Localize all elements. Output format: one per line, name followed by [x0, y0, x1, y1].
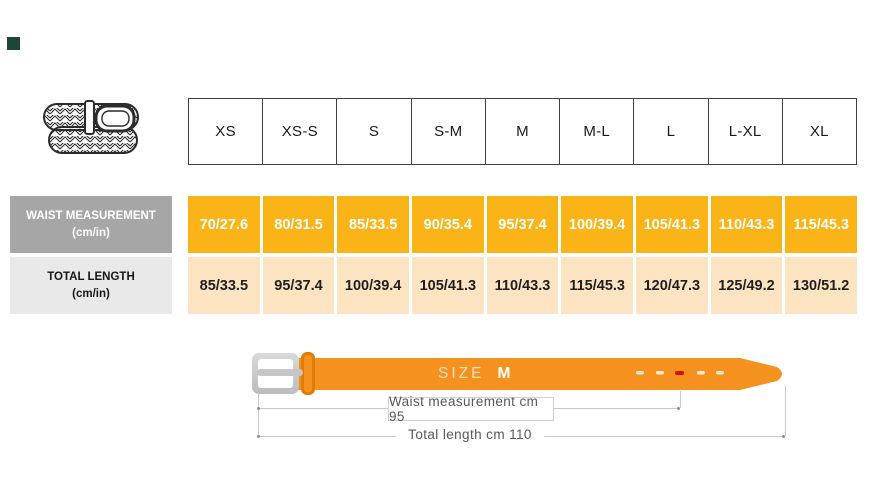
waist-value-cell: 110/43.3 — [710, 196, 783, 253]
waist-label-text: WAIST MEASUREMENT — [26, 209, 156, 222]
length-value-cell: 105/41.3 — [411, 257, 484, 314]
length-value-cell: 85/33.5 — [188, 257, 260, 314]
length-value-cell: 130/51.2 — [785, 257, 857, 314]
length-label-unit: (cm/in) — [72, 287, 110, 300]
size-header-cell: XS — [189, 99, 264, 164]
dim-vertical-left — [258, 394, 259, 436]
size-header-cell: L-XL — [709, 99, 783, 164]
dim-dot — [677, 407, 680, 410]
waist-value-cell: 100/39.4 — [561, 196, 633, 253]
belt-keeper-loop — [301, 352, 315, 395]
size-header-cell: M-L — [560, 99, 635, 164]
size-header-cell: M — [486, 99, 561, 164]
waist-value-cell: 95/37.4 — [486, 196, 559, 253]
length-value-cell: 125/49.2 — [710, 257, 783, 314]
belt-size-label: SIZE M — [438, 365, 511, 383]
waist-value-cell: 85/33.5 — [337, 196, 409, 253]
belt-hole — [656, 371, 664, 375]
dim-dot — [257, 407, 260, 410]
size-header-cell: L — [634, 99, 709, 164]
waist-value-cell: 70/27.6 — [188, 196, 260, 253]
length-value-cell: 120/47.3 — [635, 257, 708, 314]
belt-hole — [636, 371, 644, 375]
length-dimension-label: Total length cm 110 — [396, 427, 544, 442]
size-value: M — [497, 365, 512, 382]
size-header-cell: S-M — [412, 99, 486, 164]
length-value-cell: 95/37.4 — [262, 257, 335, 314]
belt-hole — [716, 371, 724, 375]
belt-hole — [697, 371, 705, 375]
dim-vertical-tip — [785, 386, 786, 436]
size-word: SIZE — [438, 365, 485, 382]
waist-value-cell: 115/45.3 — [785, 196, 857, 253]
waist-label-unit: (cm/in) — [72, 226, 110, 239]
length-row-label: TOTAL LENGTH (cm/in) — [10, 257, 172, 314]
braided-belt-thumbnail — [43, 100, 139, 154]
waist-value-cell: 105/41.3 — [635, 196, 708, 253]
belt-hole-active — [675, 371, 684, 375]
waist-row-label: WAIST MEASUREMENT (cm/in) — [10, 196, 172, 253]
waist-dimension-text: Waist measurement cm 95 — [389, 394, 539, 424]
dim-dot — [782, 435, 785, 438]
length-value-cell: 115/45.3 — [561, 257, 633, 314]
dim-dot — [257, 435, 260, 438]
belt-strap — [294, 358, 782, 390]
length-dimension-text: Total length cm 110 — [408, 427, 532, 442]
length-label-text: TOTAL LENGTH — [47, 270, 135, 283]
length-value-cell: 100/39.4 — [337, 257, 409, 314]
size-header-cell: S — [337, 99, 412, 164]
waist-dimension-label: Waist measurement cm 95 — [388, 394, 554, 424]
corner-mark — [7, 37, 20, 50]
length-value-cell: 110/43.3 — [486, 257, 559, 314]
size-header-cell: XS-S — [263, 99, 338, 164]
belt-buckle-prong — [257, 369, 303, 376]
waist-value-cell: 80/31.5 — [262, 196, 335, 253]
dim-vertical-hole — [680, 391, 681, 408]
waist-value-cell: 90/35.4 — [411, 196, 484, 253]
size-header-cell: XL — [809, 123, 829, 140]
